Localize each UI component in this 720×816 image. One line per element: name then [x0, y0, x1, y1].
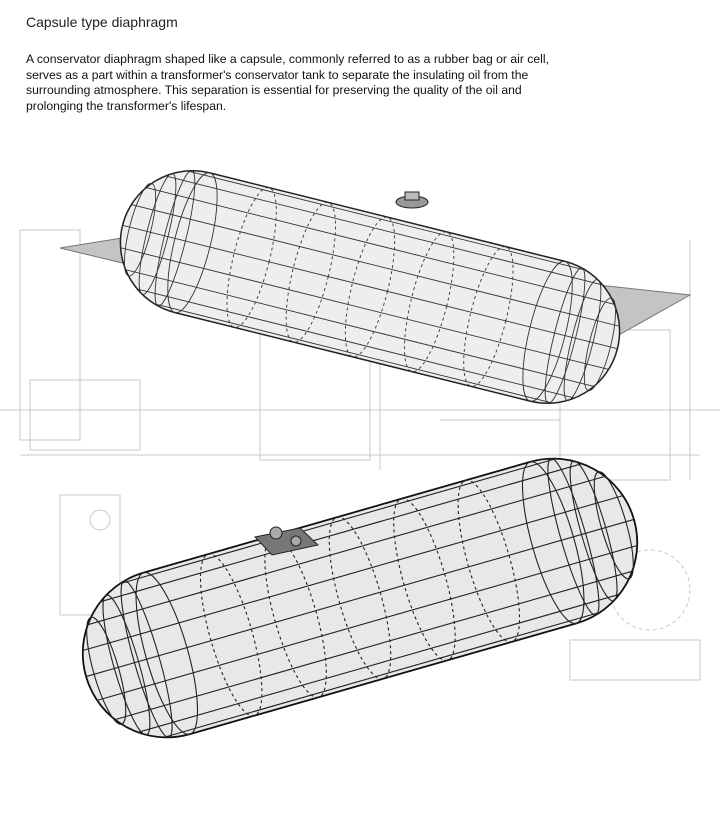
wireframe-ring: [522, 260, 573, 402]
capsule-diaphragm-illustration: [0, 169, 720, 739]
wireframe-line: [165, 175, 603, 286]
wireframe-line: [122, 224, 618, 350]
wireframe-end-ring: [544, 267, 586, 404]
wireframe-line: [87, 475, 606, 626]
wireframe-line: [82, 495, 624, 652]
wireframe-ring: [521, 461, 585, 625]
wireframe-line: [85, 518, 635, 678]
wireframe-line: [120, 247, 609, 370]
wireframe-end-ring: [86, 616, 127, 725]
wireframe-end-ring: [593, 471, 634, 580]
wireframe-line: [114, 570, 633, 721]
wireframe-ring: [226, 187, 277, 328]
capsule-top: [119, 169, 621, 405]
wireframe-line: [137, 593, 620, 733]
wireframe-end-ring: [120, 580, 173, 739]
wireframe-ring: [344, 216, 396, 358]
wireframe-line: [146, 187, 615, 305]
wireframe-end-ring: [563, 278, 602, 401]
wireframe-ring: [135, 571, 199, 735]
description-line: A conservator diaphragm shaped like a ca…: [26, 52, 549, 66]
wireframe-line: [154, 303, 553, 404]
wireframe-end-ring: [569, 460, 618, 602]
wireframe-end-ring: [547, 457, 600, 616]
wireframe-end-ring: [138, 173, 177, 296]
wireframe-ring: [199, 553, 263, 717]
wireframe-line: [96, 544, 638, 701]
wireframe-line: [163, 611, 601, 738]
wireframe-end-ring: [124, 182, 157, 277]
wireframe-ring: [285, 201, 336, 343]
description-line: prolonging the transformer's lifespan.: [26, 98, 227, 113]
wireframe-end-ring: [154, 170, 196, 307]
wireframe-line: [131, 204, 620, 327]
valve-fitting-top: [395, 191, 429, 209]
wireframe-line: [137, 288, 575, 399]
valve-fitting-bottom: [254, 526, 320, 556]
wireframe-end-ring: [102, 594, 151, 736]
description-paragraph: A conservator diaphragm shaped like a ca…: [26, 52, 646, 114]
page-title: Capsule type diaphragm: [26, 14, 178, 30]
wireframe-ring: [463, 246, 514, 387]
wireframe-ring: [404, 231, 455, 373]
capsule-bottom: [81, 457, 639, 739]
wireframe-line: [187, 170, 586, 271]
wireframe-ring: [264, 534, 327, 698]
description-line: serves as a part within a transformer's …: [26, 67, 529, 82]
wireframe-line: [100, 463, 583, 603]
wireframe-line: [125, 269, 594, 387]
description-line: surrounding atmosphere. This separation …: [26, 83, 522, 97]
wireframe-line: [119, 458, 557, 585]
